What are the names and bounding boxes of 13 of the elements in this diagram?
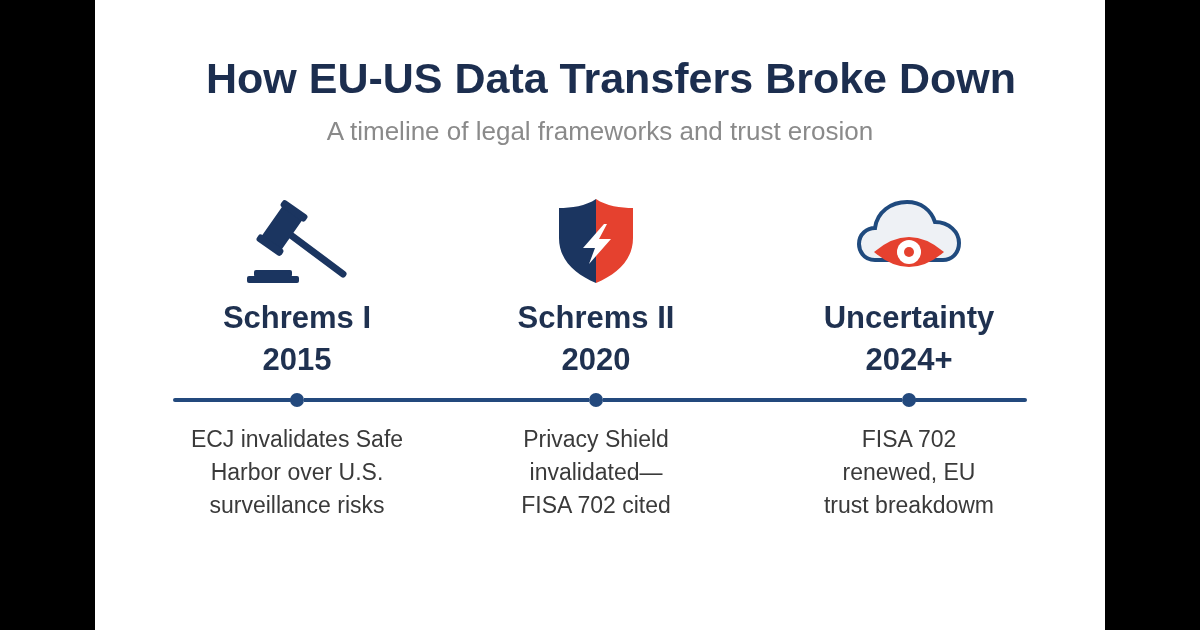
event-year: 2015 [262,341,332,379]
subtitle: A timeline of legal frameworks and trust erosion [326,115,874,148]
event-title: Uncertainty [823,299,995,337]
event-description: ECJ invalidates Safe Harbor over U.S. surveillance risks [189,425,405,520]
event-title: Schrems I [222,299,372,337]
event-title: Schrems II [517,299,675,337]
title: How EU-US Data Transfers Broke Down [206,53,1016,104]
event-year: 2024+ [865,341,953,379]
timeline-segment [304,398,589,402]
event-description: FISA 702 renewed, EU trust breakdowm [823,425,995,520]
event-description: Privacy Shield invalidated— FISA 702 cited [520,425,672,520]
timeline-segment [603,398,902,402]
event-year: 2020 [561,341,631,379]
